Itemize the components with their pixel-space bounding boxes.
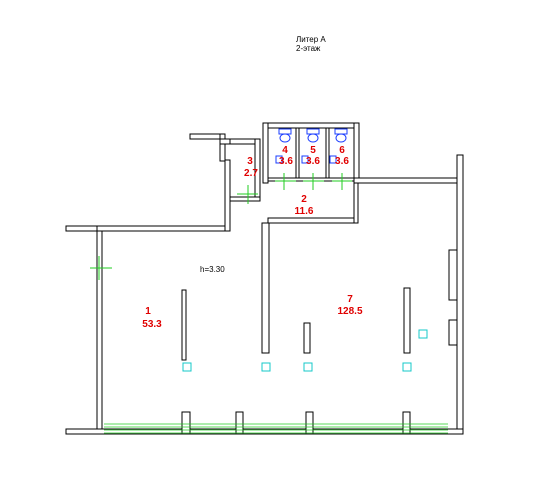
room-5-number: 5 xyxy=(310,145,316,156)
columns xyxy=(181,249,458,435)
room-6-area: 3.6 xyxy=(335,156,349,167)
outer-walls xyxy=(65,122,464,435)
cyan-markers xyxy=(182,329,428,372)
room-3-area: 2.7 xyxy=(244,168,258,179)
room-3-number: 3 xyxy=(247,156,253,167)
room-2-number: 2 xyxy=(301,194,307,205)
room-5-area: 3.6 xyxy=(306,156,320,167)
ceiling-height-label: h=3.30 xyxy=(200,265,225,274)
room-4-area: 3.6 xyxy=(279,156,293,167)
room-1-area: 53.3 xyxy=(142,319,162,330)
toilet-icon xyxy=(278,128,292,143)
room-2-area: 11.6 xyxy=(295,206,314,217)
door-markers xyxy=(90,173,352,280)
room-7-area: 128.5 xyxy=(337,306,362,317)
toilet-icon xyxy=(306,128,320,143)
room-4-number: 4 xyxy=(282,145,288,156)
room-6-number: 6 xyxy=(339,145,345,156)
toilet-icon xyxy=(334,128,348,143)
plan-title: Литер А xyxy=(296,35,326,44)
toilet-fixtures xyxy=(275,128,348,164)
bottom-window xyxy=(104,423,448,434)
sink-icon xyxy=(275,155,337,164)
floor-label: 2-этаж xyxy=(296,44,321,53)
room-7-number: 7 xyxy=(347,294,353,305)
room-labels: 1 53.3 2 11.6 3 2.7 4 3.6 5 3.6 6 3.6 7 … xyxy=(142,145,363,330)
room-1-number: 1 xyxy=(145,306,151,317)
